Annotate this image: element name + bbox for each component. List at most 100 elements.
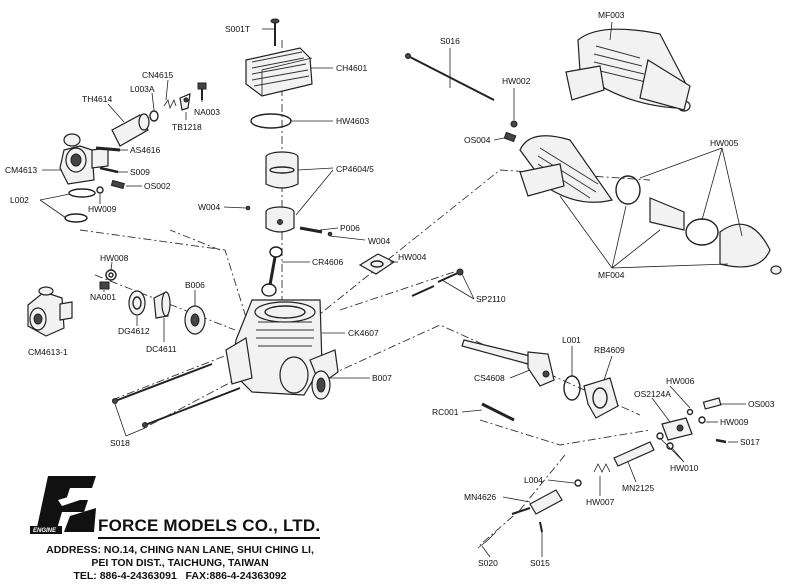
label-cp4604: CP4604/5 [336,164,374,174]
washer-hw009-carb [96,186,104,194]
label-mn4626: MN4626 [464,492,496,502]
throttle-arm-tb1218 [179,93,191,111]
label-w004-right: W004 [368,236,390,246]
piston [265,206,295,233]
label-cn4615: CN4615 [142,70,173,80]
spray-bar-as4616 [95,146,121,152]
washer-hw008 [105,269,117,281]
nipple-os002 [110,179,125,190]
crankcase-ck4607 [225,299,339,396]
label-cs4608: CS4608 [474,373,505,383]
label-hw009-rear: HW009 [720,417,749,427]
spring-hw007 [593,463,611,473]
screw-s009 [99,166,119,174]
label-s015: S015 [530,558,550,568]
label-cm4613: CM4613 [5,165,37,175]
label-sp2110: SP2110 [476,294,506,304]
logo-engine-text: ENGINE [33,528,57,534]
muffler-mf003 [565,28,691,112]
cylinder-liner-cp4604 [265,151,299,189]
label-ch4601: CH4601 [336,63,367,73]
label-cr4606: CR4606 [312,257,343,267]
label-mn2125: MN2125 [622,483,654,493]
washer-hw006 [686,408,694,416]
label-na003: NA003 [194,107,220,117]
muffler-mf004 [519,135,613,203]
rear-cover-rc001 [481,402,515,422]
bearing-b006 [184,305,206,335]
label-dc4611: DC4611 [146,344,177,354]
bearing-b007 [311,370,331,400]
label-rb4609: RB4609 [594,345,625,355]
mixture-needle-mn4626 [511,489,563,515]
label-rc001: RC001 [432,407,459,417]
gasket-l001 [563,375,581,401]
label-os003: OS003 [748,399,775,409]
label-cm4613-1: CM4613-1 [28,347,68,357]
carburetor-body-cm4613-1 [27,286,73,337]
rear-backplate-rb4609 [583,377,619,419]
throttle-barrel-th4614 [111,113,150,147]
label-w004-left: W004 [198,202,220,212]
label-b006: B006 [185,280,205,290]
label-s018: S018 [110,438,130,448]
label-s017: S017 [740,437,760,447]
label-hw002: HW002 [502,76,531,86]
label-hw009-carb: HW009 [88,204,117,214]
nut-na001 [99,281,110,290]
gasket-hw004 [358,253,396,275]
wrist-pin-p006 [245,205,333,237]
nipple-os003 [702,397,722,410]
screws-s018 [112,363,241,428]
cylinder-head-ch4601 [245,47,313,97]
drive-washer-dg4612 [128,290,146,316]
screw-s015 [539,521,543,533]
label-mf004: MF004 [598,270,625,280]
label-mf003: MF003 [598,10,625,20]
label-s016: S016 [440,36,460,46]
crankshaft-cs4608 [461,339,555,387]
label-hw4603: HW4603 [336,116,369,126]
label-l002: L002 [10,195,29,205]
nipple-os004 [503,131,517,143]
label-hw010: HW010 [670,463,699,473]
address-line-1: ADDRESS: NO.14, CHING NAN LANE, SHUI CHI… [46,544,314,556]
contact-line: TEL: 886-4-24363091 FAX:886-4-24363092 [73,570,287,582]
carburetor-cm4613 [59,133,109,185]
screw-s001t [270,18,280,46]
address-line-2: PEI TON DIST., TAICHUNG, TAIWAN [91,557,269,569]
assembly-center-lines [79,40,651,546]
label-os002: OS002 [144,181,171,191]
screws-sp2110 [411,268,464,297]
screw-s017 [715,438,727,444]
nut-hw002 [510,120,518,128]
label-hw006: HW006 [666,376,695,386]
label-os004: OS004 [464,135,491,145]
label-hw007: HW007 [586,497,615,507]
label-os2124a: OS2124A [634,389,671,399]
label-l004: L004 [524,475,543,485]
label-l001: L001 [562,335,581,345]
connecting-rod-cr4606 [261,246,283,297]
o-ring-l004 [574,479,582,487]
o-rings-l002 [64,188,96,223]
pressure-rod-s016 [405,53,495,101]
label-p006: P006 [340,223,360,233]
part-labels: S001T CH4601 HW4603 CP4604/5 W004 P006 W… [5,10,775,568]
spring-s020 [477,531,497,549]
o-ring-l003a [149,110,159,122]
label-hw008: HW008 [100,253,129,263]
leader-lines [39,21,746,558]
label-dg4612: DG4612 [118,326,150,336]
label-hw005: HW005 [710,138,739,148]
label-l003a: L003A [130,84,155,94]
label-na001: NA001 [90,292,116,302]
label-th4614: TH4614 [82,94,113,104]
label-as4616: AS4616 [130,145,161,155]
needle-valve-mn2125 [613,441,655,467]
spring-cn4615 [163,98,177,110]
needle-valve-body-os2124a [661,417,693,441]
washer-hw009-rear [698,416,706,424]
label-hw004: HW004 [398,252,427,262]
